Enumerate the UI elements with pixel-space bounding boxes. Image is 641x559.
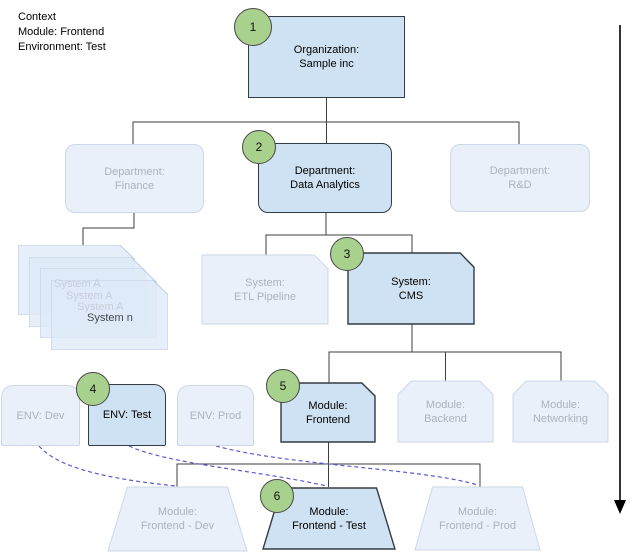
edge-org-departments (132, 98, 520, 144)
link-envdev-frontenddev (38, 445, 177, 487)
link-envtest-frontendtest (128, 445, 328, 487)
step-4-badge: 4 (76, 372, 110, 406)
node-department-data-analytics: Department: Data Analytics (258, 143, 392, 213)
node-module-networking: Module: Networking (513, 381, 608, 442)
node-module-networking-label: Module: Networking (532, 398, 589, 425)
node-module-frontend-prod: Module: Frontend - Prod (415, 487, 540, 550)
node-env-test-label: ENV: Test (102, 409, 152, 421)
node-system-cms: System: CMS (348, 253, 474, 324)
flow-arrow-down-icon (614, 25, 626, 514)
node-department-rnd: Department: R&D (450, 144, 590, 212)
step-2-badge: 2 (242, 130, 276, 164)
node-department-finance-label: Department: Finance (104, 165, 165, 192)
node-env-dev: ENV: Dev (1, 385, 80, 446)
step-5-badge: 5 (266, 369, 300, 403)
node-organization-label: Organization: Sample inc (293, 44, 360, 70)
node-module-frontend-prod-label: Module: Frontend - Prod (438, 505, 517, 532)
step-1-badge: 1 (234, 8, 272, 46)
step-3-badge: 3 (330, 237, 364, 271)
node-module-backend-label: Module: Backend (424, 398, 467, 425)
edge-finance-systemstack (82, 213, 135, 246)
link-envprod-frontendprod (215, 445, 479, 486)
context-block: Context Module: Frontend Environment: Te… (18, 10, 106, 55)
step-6-badge: 6 (260, 479, 294, 513)
node-module-frontend-dev: Module: Frontend - Dev (108, 487, 247, 551)
node-module-backend: Module: Backend (398, 381, 493, 442)
context-module-line: Module: Frontend (18, 26, 105, 38)
system-stack-label-2: System A (66, 290, 113, 302)
node-env-prod-label: ENV: Prod (189, 409, 242, 422)
system-stack-label-1: System A (54, 278, 101, 290)
edge-cms-modules (328, 324, 562, 383)
node-module-frontend-label: Module: Frontend (305, 399, 351, 426)
system-stack-card-4 (51, 280, 168, 350)
node-env-test: ENV: Test (88, 384, 166, 446)
node-module-frontend: Module: Frontend (281, 383, 375, 442)
node-module-frontend-test-label: Module: Frontend - Test (292, 505, 366, 532)
edge-da-systems (265, 213, 413, 255)
node-department-data-analytics-label: Department: Data Analytics (290, 165, 360, 191)
context-title: Context (18, 11, 56, 23)
node-env-dev-label: ENV: Dev (16, 409, 65, 422)
node-module-frontend-dev-label: Module: Frontend - Dev (140, 506, 215, 532)
node-system-cms-label: System: CMS (391, 275, 431, 302)
system-stack-label-4: System n (87, 312, 133, 324)
system-stack-label-3: System A (77, 301, 124, 313)
context-environment-line: Environment: Test (18, 41, 106, 53)
node-organization: Organization: Sample inc (248, 16, 405, 98)
node-env-prod: ENV: Prod (177, 385, 254, 446)
node-department-finance: Department: Finance (65, 144, 204, 213)
node-system-etl-pipeline-label: System: ETL Pipeline (234, 276, 296, 303)
node-system-etl-pipeline: System: ETL Pipeline (202, 255, 328, 324)
node-module-frontend-test: Module: Frontend - Test (263, 488, 395, 549)
node-department-rnd-label: Department: R&D (489, 165, 551, 191)
